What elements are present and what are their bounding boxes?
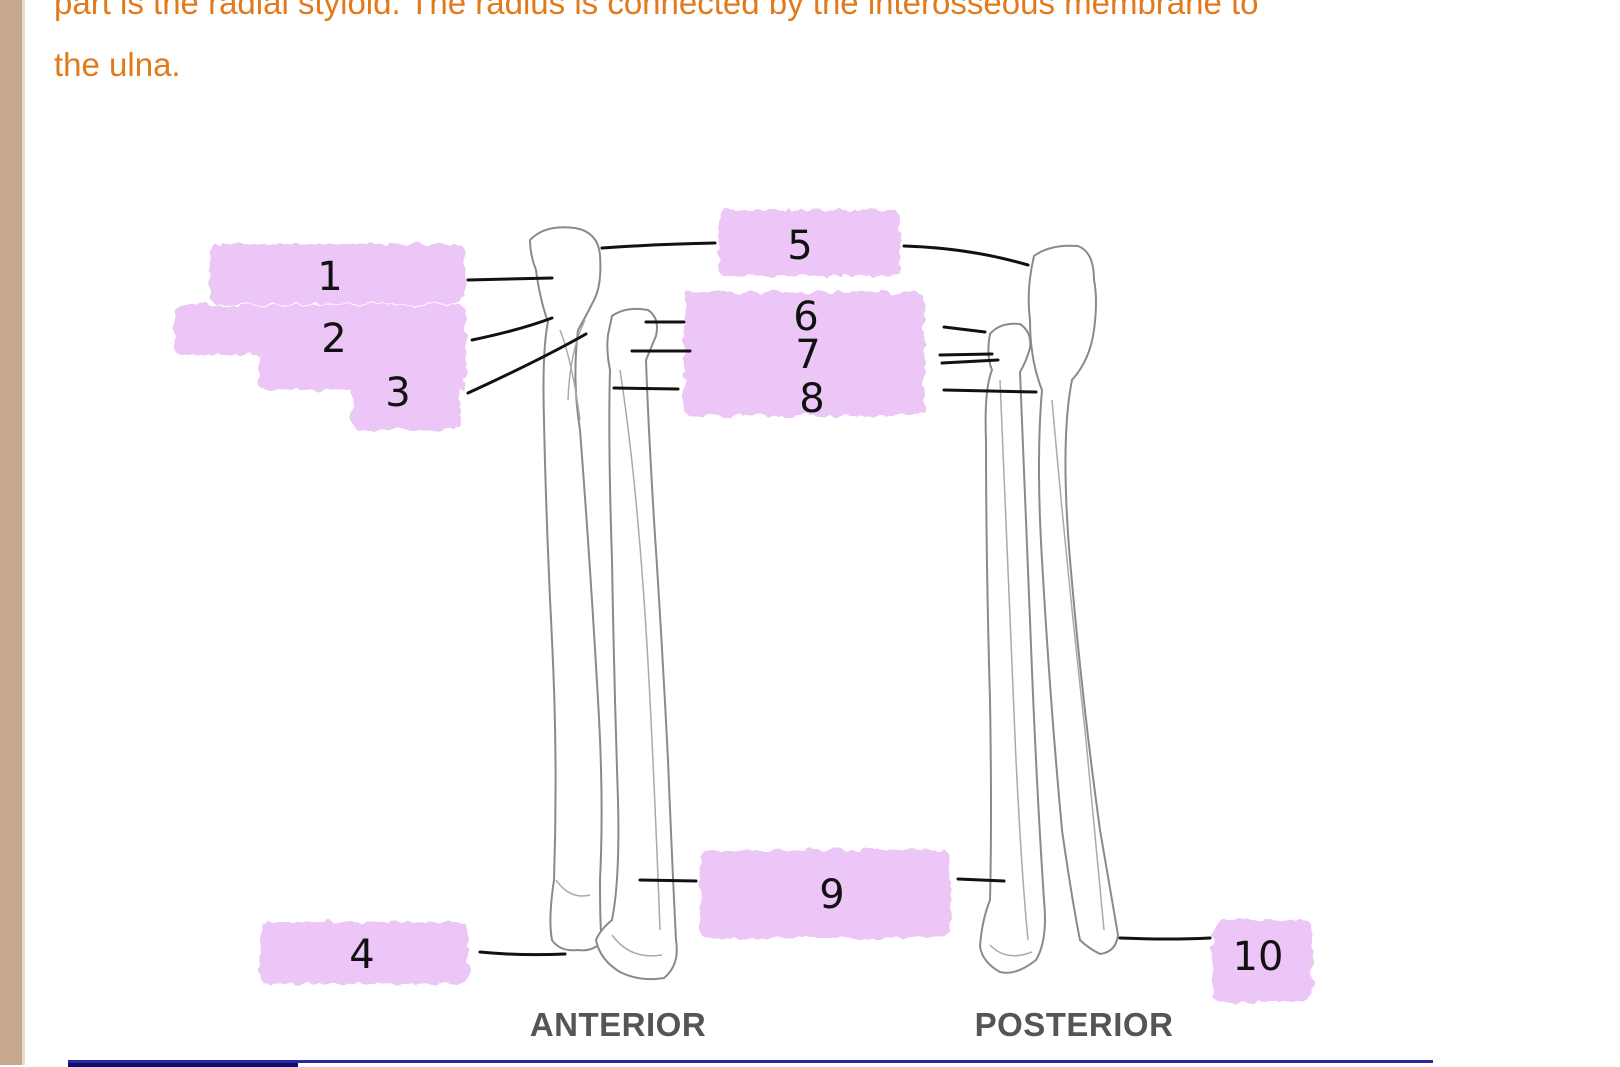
label-5: 5 [787,223,812,269]
sidebar-strip [0,0,22,1065]
bottom-divider [68,1060,1433,1063]
highlight-box-5 [718,210,900,276]
anterior-label: ANTERIOR [530,1006,706,1043]
leader-line-1 [466,276,554,282]
leader-line-5b [902,244,1030,267]
posterior-label: POSTERIOR [975,1006,1174,1043]
highlight-box-9 [700,850,950,938]
label-8: 8 [799,376,824,422]
leader-line-5a [600,241,717,250]
leader-line-10 [1118,936,1212,941]
posterior-ulna [1027,244,1119,955]
highlight-box-3 [352,360,460,430]
posterior-ulna-detail [1051,399,1105,931]
leader-line-2 [470,316,554,342]
highlight-box-10 [1212,920,1312,1002]
label-1: 1 [317,254,342,300]
anterior-ulna [529,226,603,952]
highlight-box-6-8 [684,292,924,416]
leader-line-7c [940,358,1000,365]
anterior-ulna-detail [555,319,591,897]
leader-lines [466,241,1212,957]
anterior-radius-detail [611,369,663,957]
leader-line-7b [938,352,994,357]
posterior-radius [979,322,1046,974]
leader-line-9b [956,877,1006,883]
label-2: 2 [321,316,346,362]
label-7: 7 [795,332,820,378]
posterior-view [979,244,1119,974]
instruction-line-1: part is the radial styloid. The radius i… [54,0,1259,21]
label-4: 4 [349,932,374,978]
label-9: 9 [819,872,844,918]
leader-line-9a [638,878,698,883]
leader-line-3 [466,332,588,395]
highlight-box-1 [210,244,465,304]
posterior-radius-detail [989,379,1033,957]
bottom-divider-accent [68,1063,298,1067]
highlight-box-4 [260,922,468,984]
number-labels: 1 2 3 4 5 6 7 8 9 10 [317,223,1283,980]
sidebar-edge [22,0,25,1065]
label-3: 3 [385,370,410,416]
label-6: 6 [793,294,818,340]
instruction-line-2: the ulna. [54,46,181,83]
anterior-radius [595,307,678,981]
leader-line-8b [942,388,1038,394]
label-10: 10 [1233,934,1284,980]
instruction-text: part is the radial styloid. The radius i… [54,0,1554,96]
leader-line-6b [942,325,987,334]
anterior-view [529,226,678,981]
leader-line-8a [612,386,680,391]
highlight-boxes [174,210,1312,1002]
leader-line-4 [478,950,567,957]
